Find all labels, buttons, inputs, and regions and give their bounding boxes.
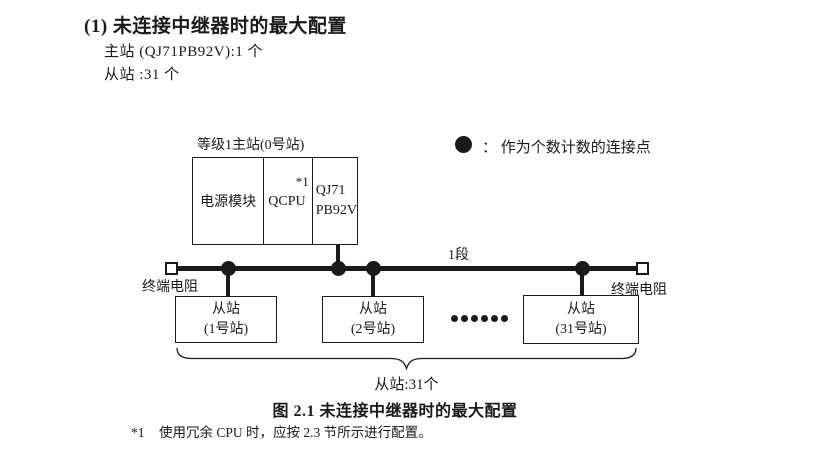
terminator-right-icon bbox=[636, 262, 649, 275]
brace-label: 从站:31个 bbox=[374, 377, 439, 393]
master-station-label: 等级1主站(0号站) bbox=[197, 138, 305, 153]
bus-line bbox=[178, 266, 636, 271]
terminator-right-label: 终端电阻 bbox=[611, 283, 667, 298]
cpu-cell: *1 QCPU bbox=[264, 158, 313, 244]
network-module-line2: PB92V bbox=[315, 203, 357, 218]
slave-station-box-31: 从站 (31号站) bbox=[523, 295, 639, 344]
connection-point-legend-icon bbox=[455, 136, 472, 153]
slave-station-box-1: 从站 (1号站) bbox=[175, 296, 277, 343]
slave31-number: (31号站) bbox=[555, 321, 607, 337]
brace-under-slaves bbox=[176, 347, 637, 371]
terminator-left-icon bbox=[165, 262, 178, 275]
cpu-label: QCPU bbox=[268, 194, 306, 209]
slave2-number: (2号站) bbox=[350, 321, 396, 337]
master-station-box: 电源模块 *1 QCPU QJ71 PB92V bbox=[192, 157, 358, 245]
legend-text: ： 作为个数计数的连接点 bbox=[482, 140, 651, 156]
slave1-title: 从站 bbox=[212, 301, 240, 317]
terminator-left-label: 终端电阻 bbox=[142, 280, 198, 295]
slave1-number: (1号站) bbox=[203, 321, 249, 337]
figure-caption: 图 2.1 未连接中继器时的最大配置 bbox=[272, 403, 518, 420]
connection-point-dot bbox=[366, 261, 381, 276]
connection-point-dot bbox=[575, 261, 590, 276]
slave2-title: 从站 bbox=[359, 301, 387, 317]
footnote: *1 使用冗余 CPU 时，应按 2.3 节所示进行配置。 bbox=[131, 421, 432, 441]
connection-point-dot bbox=[221, 261, 236, 276]
slave31-title: 从站 bbox=[567, 301, 595, 317]
segment-label: 1段 bbox=[448, 248, 469, 263]
slave1-drop-line bbox=[226, 269, 230, 296]
slave-count-line: 从站 :31 个 bbox=[104, 67, 180, 83]
footnote-ref: *1 bbox=[131, 425, 145, 440]
power-module-cell: 电源模块 bbox=[193, 158, 265, 244]
cpu-footnote-ref: *1 bbox=[295, 174, 309, 189]
network-module-cell: QJ71 PB92V bbox=[313, 158, 357, 244]
slave2-drop-line bbox=[371, 269, 375, 296]
master-count-line: 主站 (QJ71PB92V):1 个 bbox=[104, 44, 264, 60]
footnote-text: 使用冗余 CPU 时，应按 2.3 节所示进行配置。 bbox=[159, 425, 432, 440]
section-heading: (1) 未连接中继器时的最大配置 bbox=[84, 16, 347, 37]
slave31-drop-line bbox=[580, 269, 584, 295]
network-module-line1: QJ71 bbox=[315, 183, 346, 199]
ellipsis-dots bbox=[451, 315, 508, 322]
master-drop-line bbox=[336, 245, 340, 268]
connection-point-dot bbox=[331, 261, 346, 276]
slave-station-box-2: 从站 (2号站) bbox=[322, 296, 424, 343]
